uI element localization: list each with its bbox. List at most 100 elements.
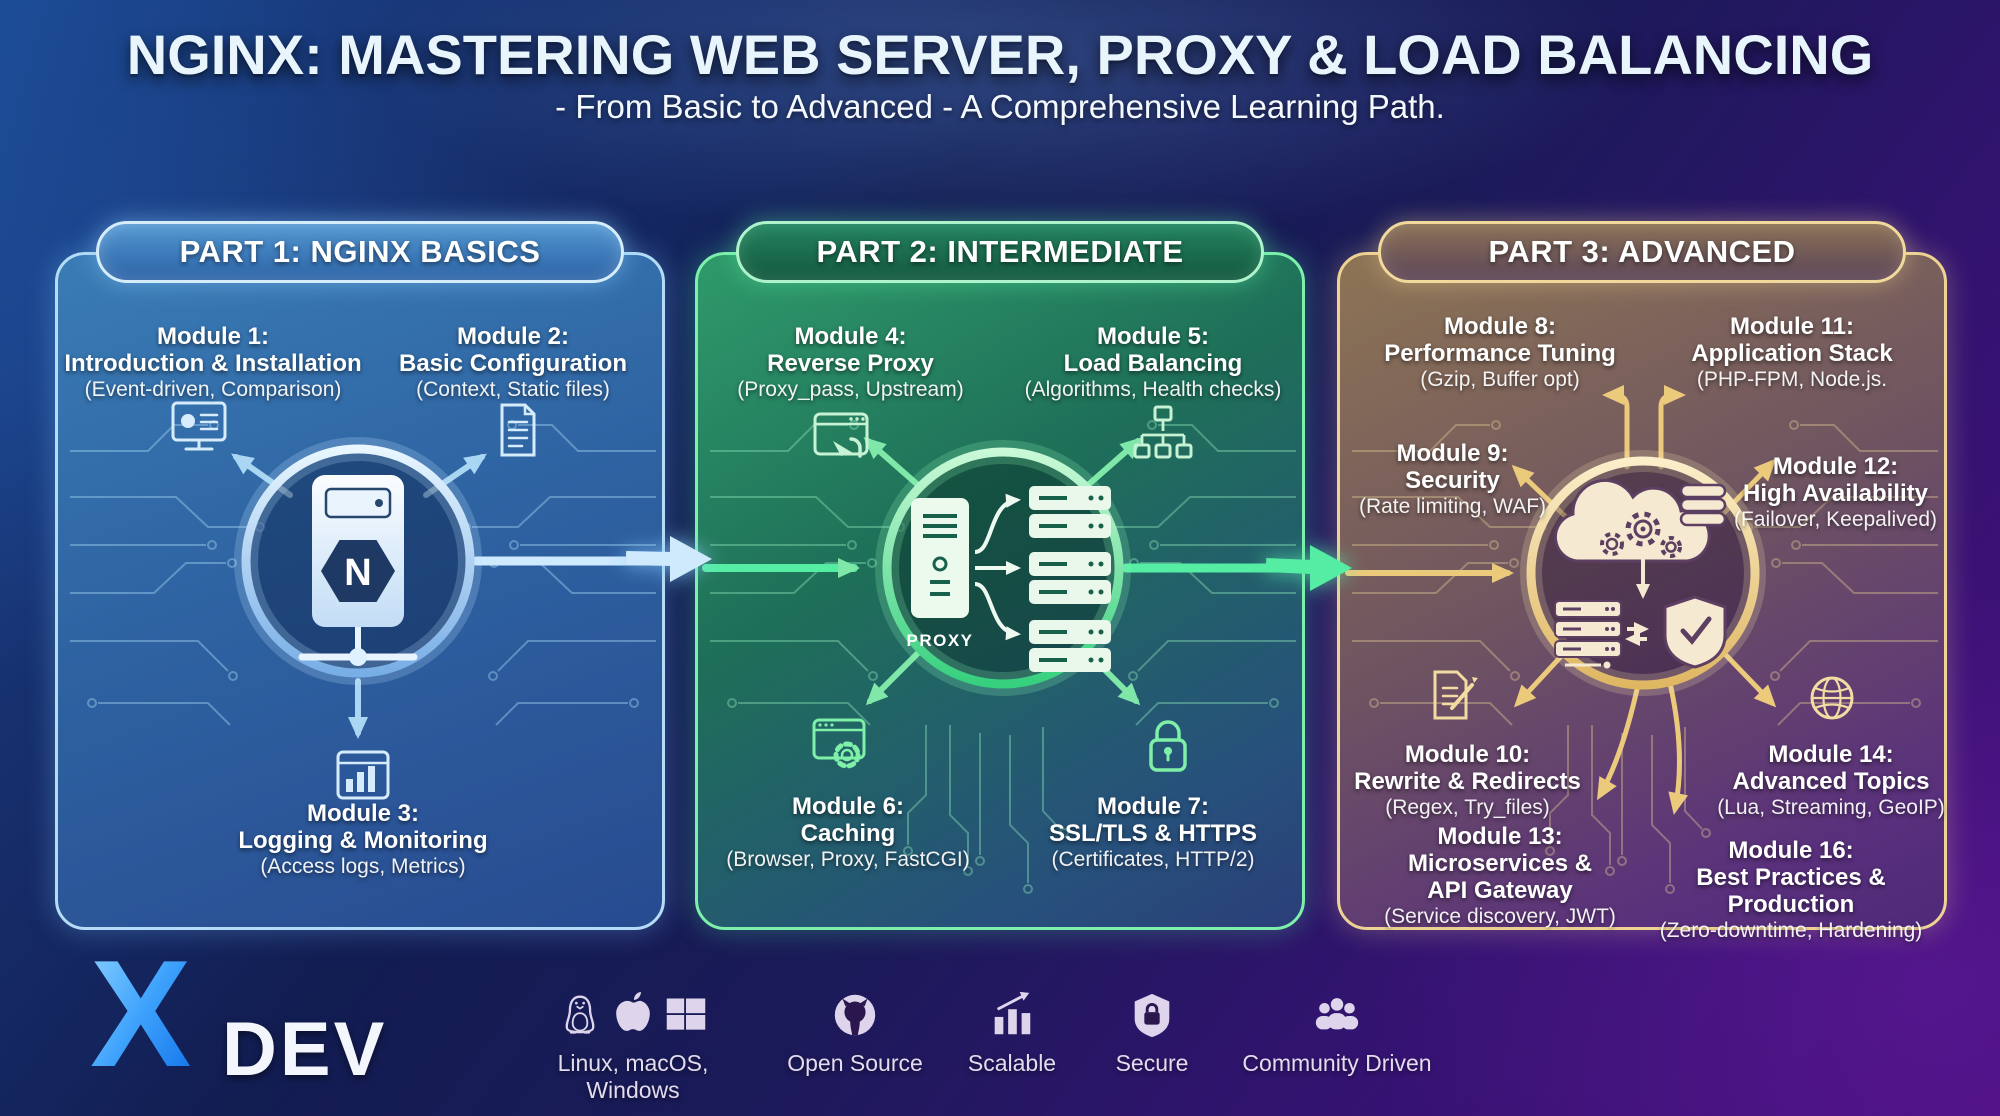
part2-center-circle: PROXY — [875, 440, 1131, 696]
part2-header-label: PART 2: INTERMEDIATE — [816, 234, 1184, 269]
part3-header-label: PART 3: ADVANCED — [1488, 234, 1796, 269]
people-group-icon — [1315, 998, 1359, 1030]
module-12-note: (Failover, Keepalived) — [1733, 508, 1938, 531]
page-subtitle: - From Basic to Advanced - A Comprehensi… — [555, 88, 1445, 125]
module-8-title: Performance Tuning — [1384, 340, 1616, 367]
part3-module-arrows — [1345, 385, 1777, 815]
module-14-name: Module 14: — [1768, 741, 1894, 768]
proxy-load-balancer-icon: PROXY — [906, 486, 1111, 672]
module-9-title: Security — [1405, 467, 1500, 494]
part1-center-circle: N — [234, 437, 482, 685]
part3-center-circle — [1520, 450, 1766, 696]
module-16-note: (Zero-downtime, Hardening) — [1659, 919, 1923, 942]
nginx-server-icon: N — [298, 475, 418, 666]
part2-header: PART 2: INTERMEDIATE — [736, 221, 1264, 283]
growth-chart-icon — [994, 991, 1031, 1035]
module-4-note: (Proxy_pass, Upstream) — [737, 378, 964, 401]
module-16-title: Best Practices & Production — [1696, 864, 1886, 918]
part1-art: N — [58, 255, 662, 927]
module-3: Module 3: Logging & Monitoring (Access l… — [163, 800, 563, 880]
module-13: Module 13: Microservices & API Gateway (… — [1375, 823, 1625, 930]
xdev-logo-dev: DEV — [222, 1007, 388, 1092]
network-tree-icon — [1133, 405, 1193, 459]
xdev-logo-x: X — [90, 944, 191, 1094]
module-11: Module 11: Application Stack (PHP-FPM, N… — [1652, 313, 1932, 393]
feature-open-source-label: Open Source — [787, 1050, 923, 1076]
panel-part2: PART 2: INTERMEDIATE — [695, 221, 1305, 930]
module-3-note: (Access logs, Metrics) — [260, 855, 466, 878]
part1-header-label: PART 1: NGINX BASICS — [179, 234, 541, 269]
part3-header: PART 3: ADVANCED — [1378, 221, 1906, 283]
module-6-name: Module 6: — [792, 793, 904, 820]
module-12-name: Module 12: — [1772, 453, 1899, 480]
module-10-title: Rewrite & Redirects — [1354, 768, 1581, 795]
logo-x-letter: X — [90, 944, 191, 1094]
panel-part3: PART 3: ADVANCED — [1337, 221, 1948, 942]
document-icon — [500, 403, 536, 457]
module-8: Module 8: Performance Tuning (Gzip, Buff… — [1360, 313, 1640, 393]
part3-art — [1340, 255, 1944, 927]
module-7-note: (Certificates, HTTP/2) — [1051, 848, 1255, 871]
feature-platforms: Linux, macOS, Windows — [518, 986, 748, 1104]
feature-community-label: Community Driven — [1242, 1050, 1432, 1076]
module-11-name: Module 11: — [1729, 313, 1855, 340]
windows-icon — [666, 998, 706, 1030]
globe-icon — [1810, 676, 1854, 720]
module-7-title: SSL/TLS & HTTPS — [1048, 820, 1257, 847]
feature-scalable-label: Scalable — [967, 1050, 1057, 1076]
module-4-name: Module 4: — [794, 323, 907, 350]
module-16: Module 16: Best Practices & Production (… — [1635, 837, 1947, 944]
browser-gear-icon — [812, 718, 866, 769]
module-1-note: (Event-driven, Comparison) — [84, 378, 342, 401]
module-11-title: Application Stack — [1691, 340, 1893, 367]
module-11-note: (PHP-FPM, Node.js. — [1696, 368, 1888, 391]
feature-secure: Secure — [1037, 986, 1267, 1077]
module-14: Module 14: Advanced Topics (Lua, Streami… — [1702, 741, 1960, 821]
module-2: Module 2: Basic Configuration (Context, … — [363, 323, 663, 403]
module-2-name: Module 2: — [457, 323, 569, 350]
linux-penguin-icon — [565, 995, 595, 1034]
module-6: Module 6: Caching (Browser, Proxy, FastC… — [698, 793, 998, 873]
module-2-title: Basic Configuration — [398, 350, 627, 377]
cloud-stack-icon — [1553, 478, 1727, 669]
page-title: NGINX: MASTERING WEB SERVER, PROXY & LOA… — [126, 23, 1874, 86]
github-icon — [834, 994, 876, 1036]
module-6-note: (Browser, Proxy, FastCGI) — [726, 848, 970, 871]
module-3-name: Module 3: — [307, 800, 419, 827]
shield-lock-icon — [1134, 993, 1170, 1038]
feature-platforms-label: Linux, macOS, Windows — [557, 1050, 709, 1103]
module-5-title: Load Balancing — [1063, 350, 1243, 377]
module-13-title: Microservices & — [1407, 850, 1593, 877]
feature-secure-label: Secure — [1115, 1050, 1189, 1076]
apple-icon — [616, 992, 650, 1031]
module-9-note: (Rate limiting, WAF) — [1358, 495, 1547, 518]
monitor-chart-icon — [171, 401, 227, 451]
module-12: Module 12: High Availability (Failover, … — [1723, 453, 1948, 533]
module-13-title2: API Gateway — [1427, 877, 1573, 904]
feature-scalable: Scalable — [897, 986, 1127, 1077]
module-4-title: Reverse Proxy — [767, 350, 934, 377]
module-13-name: Module 13: — [1437, 823, 1563, 850]
module-5-note: (Algorithms, Health checks) — [1024, 378, 1282, 401]
analytics-window-icon — [336, 750, 390, 800]
module-14-title: Advanced Topics — [1732, 768, 1930, 795]
module-10: Module 10: Rewrite & Redirects (Regex, T… — [1340, 741, 1595, 821]
module-10-name: Module 10: — [1404, 741, 1531, 768]
module-6-title: Caching — [800, 820, 896, 847]
module-12-title: High Availability — [1743, 480, 1928, 507]
padlock-icon — [1149, 720, 1187, 772]
part1-header: PART 1: NGINX BASICS — [96, 221, 624, 283]
module-13-note: (Service discovery, JWT) — [1384, 905, 1616, 928]
panel-part1: PART 1: NGINX BASICS — [55, 221, 665, 930]
module-8-name: Module 8: — [1444, 313, 1556, 340]
module-8-note: (Gzip, Buffer opt) — [1420, 368, 1580, 391]
doc-pencil-icon — [1433, 670, 1478, 720]
module-5: Module 5: Load Balancing (Algorithms, He… — [1003, 323, 1303, 403]
module-4: Module 4: Reverse Proxy (Proxy_pass, Ups… — [703, 323, 998, 403]
module-7: Module 7: SSL/TLS & HTTPS (Certificates,… — [1003, 793, 1303, 873]
module-5-name: Module 5: — [1097, 323, 1209, 350]
module-1-name: Module 1: — [157, 323, 269, 350]
module-10-note: (Regex, Try_files) — [1385, 796, 1550, 819]
module-2-note: (Context, Static files) — [416, 378, 610, 401]
